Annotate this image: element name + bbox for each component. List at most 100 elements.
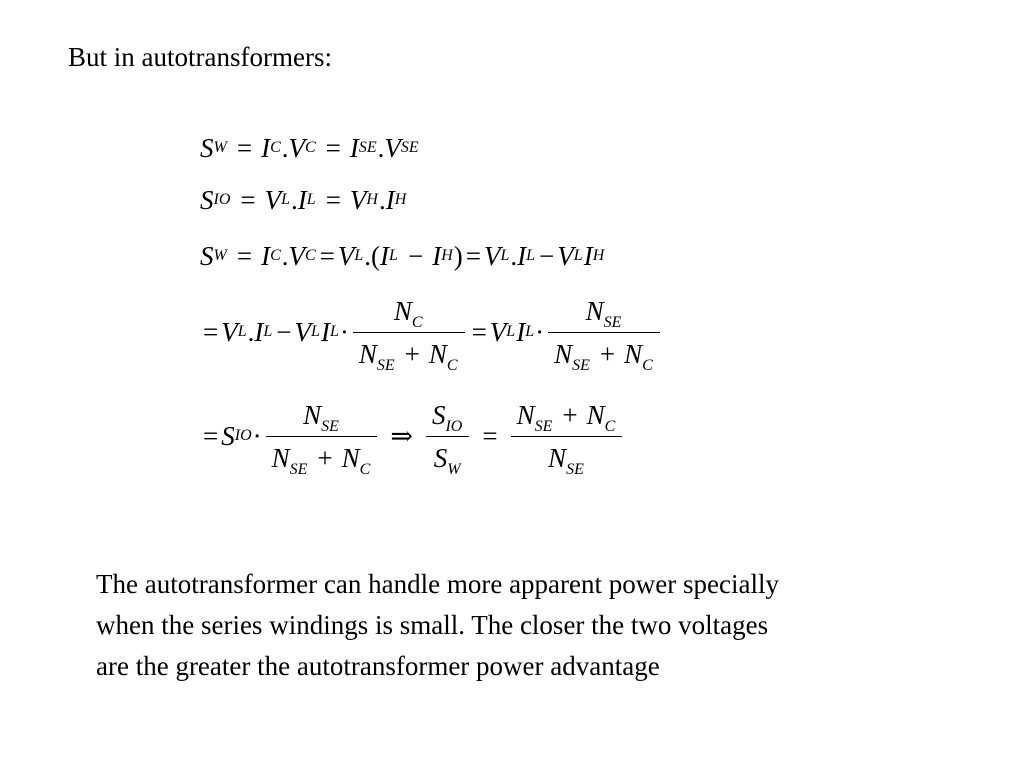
equals-sign: = — [482, 420, 498, 451]
symbol: S — [200, 132, 214, 163]
fraction-numerator: NC — [388, 296, 430, 332]
symbol: V — [557, 240, 574, 271]
fraction-denominator: NSE+NC — [353, 333, 465, 374]
symbol: I — [516, 316, 526, 347]
equals-sign: = — [236, 240, 253, 271]
dot-operator: . — [281, 240, 289, 271]
right-paren: ) — [453, 240, 463, 271]
fraction-denominator: NSE — [542, 437, 591, 478]
symbol: I — [517, 240, 527, 271]
symbol: S — [200, 240, 214, 271]
symbol: I — [261, 132, 271, 163]
symbol: I — [320, 316, 330, 347]
subscript: SE — [289, 460, 308, 478]
equals-sign: = — [325, 132, 341, 163]
equals-sign: = — [325, 184, 341, 215]
symbol: V — [221, 316, 238, 347]
subscript: SE — [603, 313, 622, 331]
symbol: V — [288, 132, 305, 163]
paragraph-line: The autotransformer can handle more appa… — [96, 569, 779, 599]
dot-operator: . — [377, 132, 385, 163]
fraction-bar — [548, 331, 660, 333]
subscript: SE — [572, 356, 590, 374]
symbol: V — [384, 132, 401, 163]
symbol: V — [294, 316, 312, 347]
fraction-bar — [352, 331, 465, 333]
equals-sign: = — [236, 132, 253, 163]
symbol: I — [380, 240, 390, 271]
symbol: N — [271, 442, 290, 473]
fraction-bar — [510, 435, 623, 437]
minus-sign: − — [407, 240, 424, 271]
symbol: N — [585, 295, 604, 326]
symbol: I — [254, 316, 264, 347]
implies-arrow: ⇒ — [390, 420, 413, 451]
symbol: N — [548, 442, 567, 473]
dot-operator: . — [510, 240, 518, 271]
cdot-operator: · — [535, 316, 545, 347]
symbol: S — [431, 399, 446, 430]
minus-sign: − — [276, 316, 292, 347]
symbol: N — [358, 338, 377, 369]
cdot-operator: · — [252, 420, 262, 451]
fraction: NSE NSE+NC — [548, 296, 660, 374]
symbol: S — [221, 420, 235, 451]
plus-sign: + — [562, 399, 578, 430]
fraction-bar — [265, 435, 378, 437]
conclusion-paragraph: The autotransformer can handle more appa… — [96, 564, 976, 687]
dot-operator: . — [291, 184, 298, 215]
plus-sign: + — [599, 338, 616, 369]
symbol: I — [349, 132, 359, 163]
fraction-numerator: NSE — [297, 400, 346, 436]
symbol: S — [433, 442, 448, 473]
fraction-numerator: SIO — [426, 400, 469, 436]
subscript: C — [642, 356, 653, 374]
symbol: V — [349, 184, 367, 215]
subscript: SE — [534, 417, 553, 435]
symbol: V — [337, 240, 355, 271]
symbol: N — [341, 442, 360, 473]
subscript: SE — [566, 460, 584, 478]
left-paren: ( — [371, 240, 381, 271]
subscript: C — [604, 417, 616, 435]
equals-sign: = — [203, 316, 219, 347]
symbol: N — [586, 399, 605, 430]
symbol: I — [432, 240, 442, 271]
symbol: V — [264, 184, 282, 215]
symbol: V — [288, 240, 305, 271]
symbol: N — [393, 295, 412, 326]
dot-operator: . — [378, 184, 386, 215]
fraction: NSE NSE+NC — [265, 400, 378, 478]
fraction-denominator: NSE+NC — [548, 333, 660, 374]
symbol: S — [200, 184, 214, 215]
dot-operator: . — [364, 240, 372, 271]
paragraph-line: are the greater the autotransformer powe… — [96, 651, 660, 681]
minus-sign: − — [539, 240, 555, 271]
symbol: N — [303, 399, 322, 430]
symbol: I — [297, 184, 307, 215]
fraction: NSE+NC NSE — [510, 399, 623, 478]
plus-sign: + — [317, 442, 333, 473]
symbol: V — [489, 316, 507, 347]
symbol: N — [554, 338, 573, 369]
equals-sign: = — [319, 240, 335, 271]
symbol: I — [583, 240, 593, 271]
fraction-denominator: SW — [428, 437, 468, 478]
subscript: SE — [376, 356, 395, 374]
symbol: I — [261, 240, 271, 271]
symbol: N — [428, 338, 447, 369]
dot-operator: . — [281, 132, 289, 163]
fraction: NC NSE+NC — [352, 296, 465, 374]
fraction-numerator: NSE — [580, 296, 629, 332]
slide-heading: But in autotransformers: — [68, 42, 332, 72]
symbol: N — [624, 338, 643, 369]
paragraph-line: when the series windings is small. The c… — [96, 610, 769, 640]
equals-sign: = — [203, 420, 219, 451]
fraction-denominator: NSE+NC — [266, 437, 378, 478]
equals-sign: = — [240, 184, 256, 215]
symbol: N — [516, 399, 535, 430]
